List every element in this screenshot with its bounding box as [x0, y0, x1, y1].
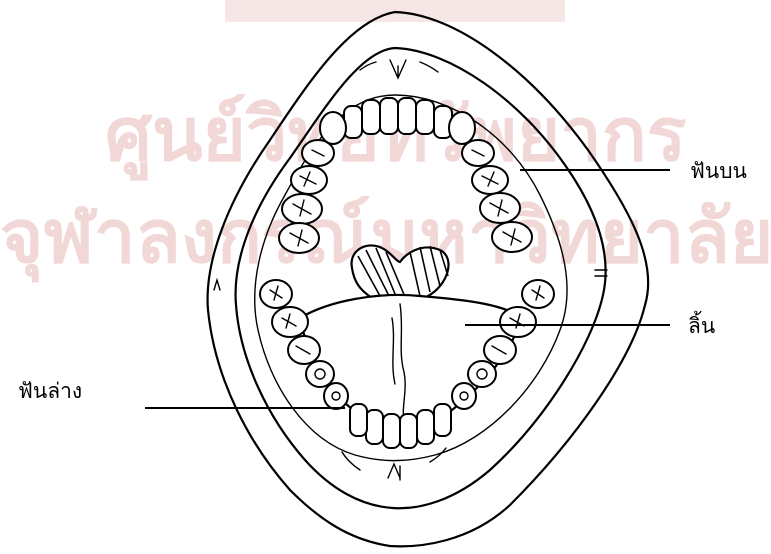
watermark: ศูนย์วิทยทรัพยากร จุฬาลงกรณ์มหาวิทยาลัย	[0, 0, 771, 283]
label-upper-teeth: ฟันบน	[690, 155, 747, 188]
label-tongue: ลิ้น	[688, 310, 715, 343]
label-lower-teeth: ฟันล่าง	[18, 375, 82, 408]
